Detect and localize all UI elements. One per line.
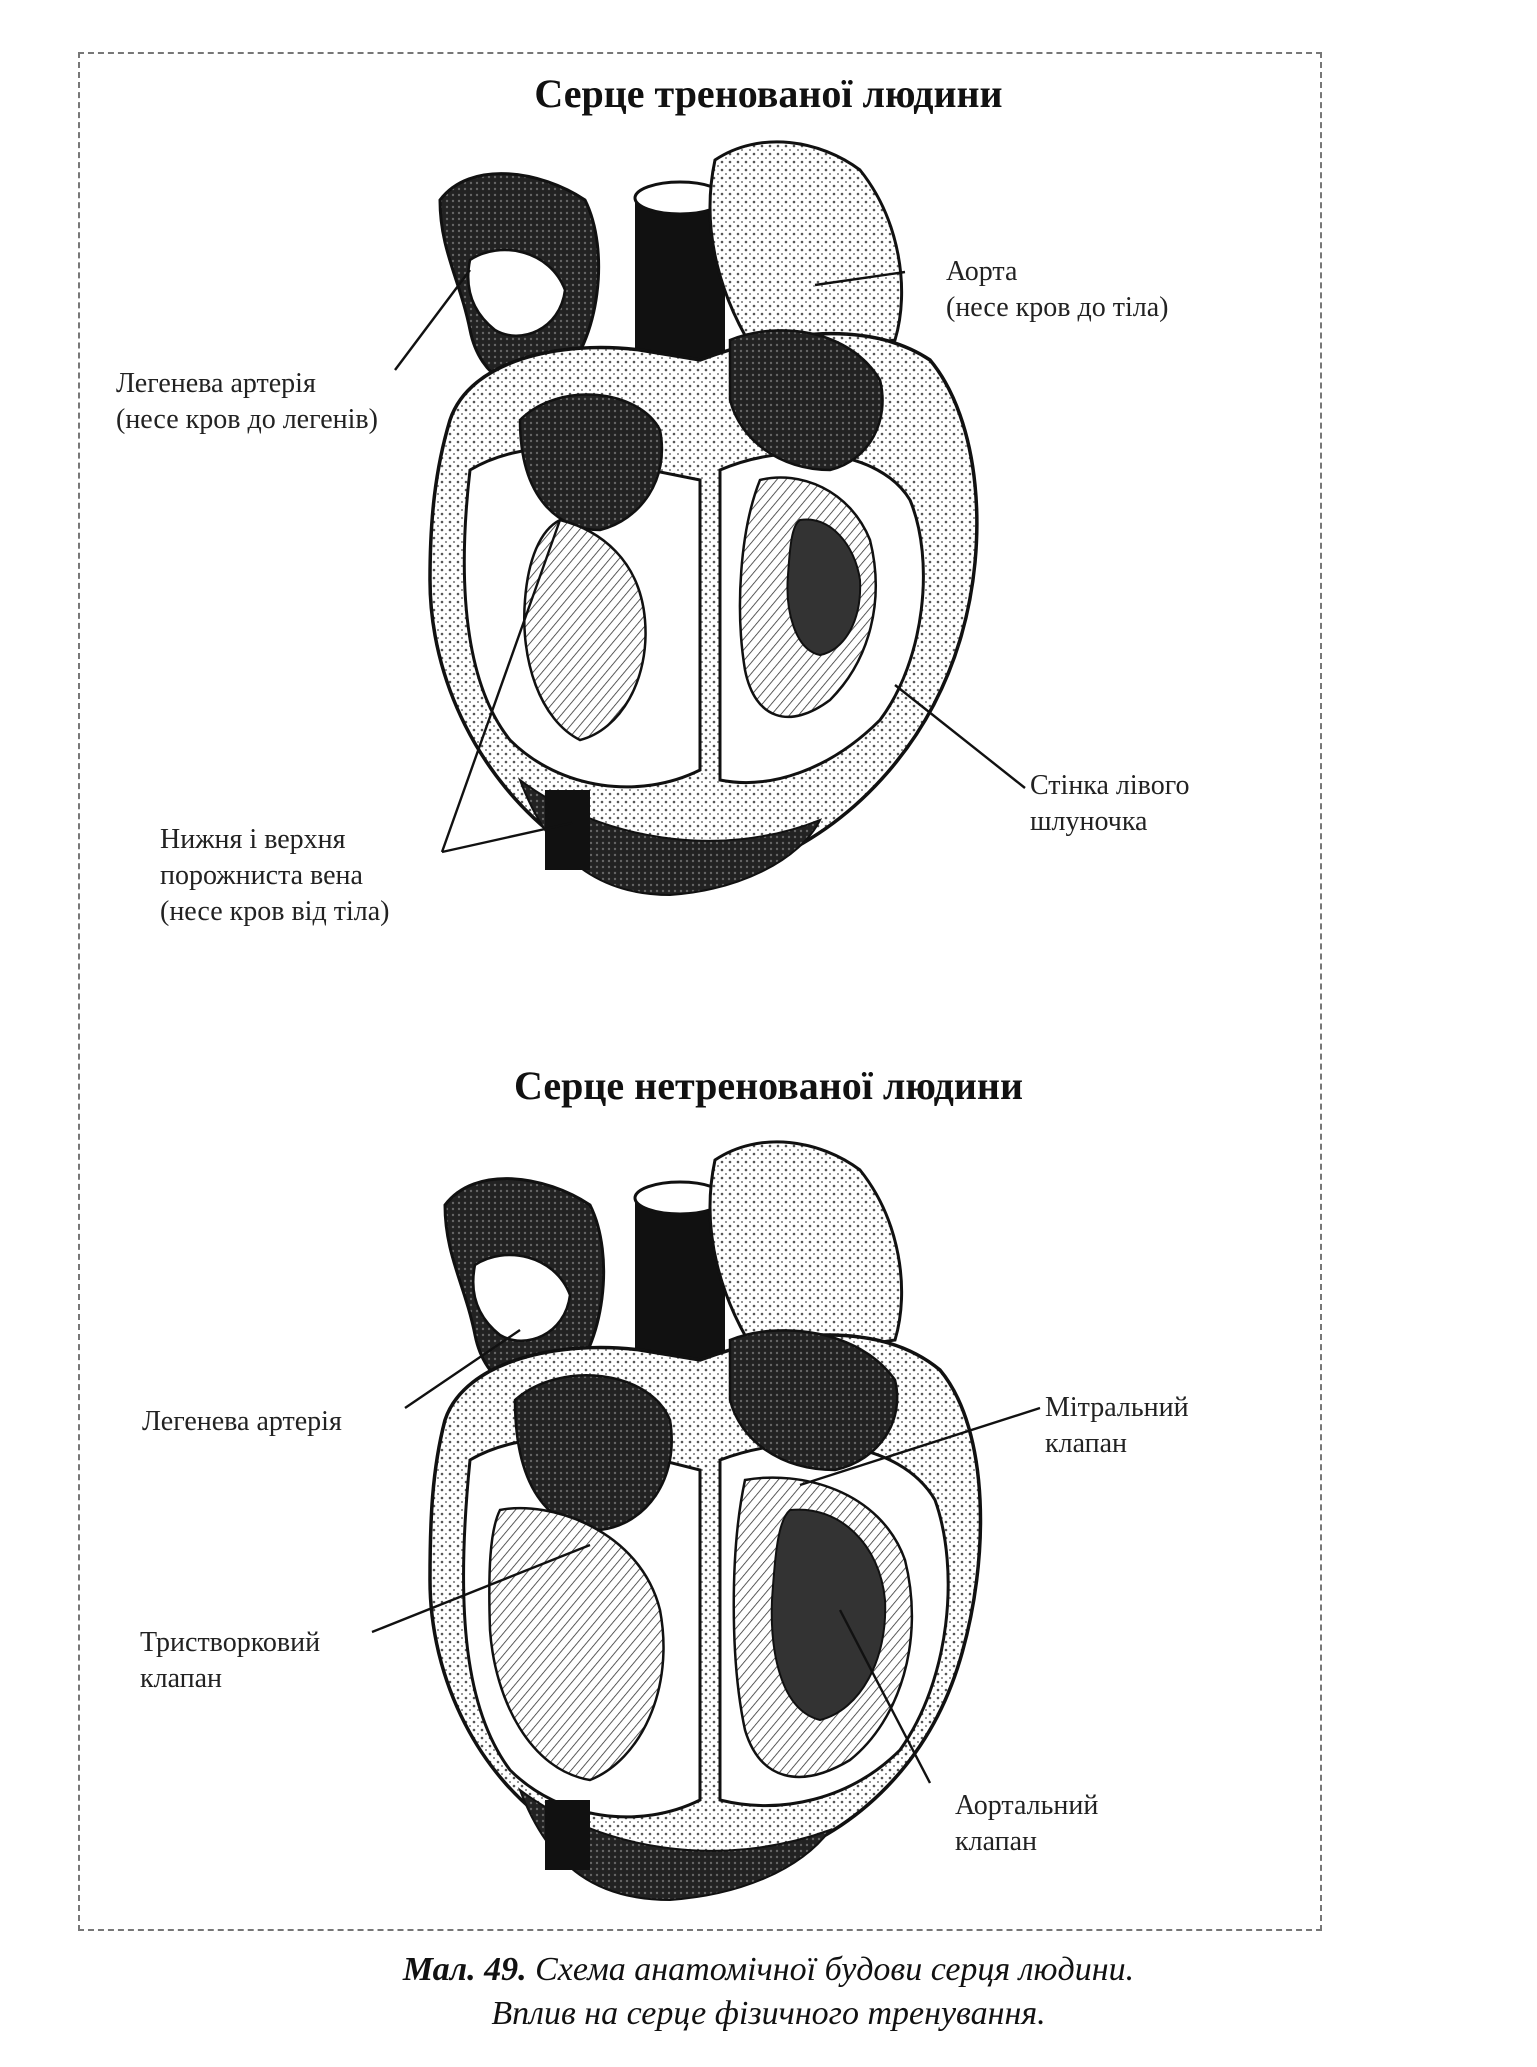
figure-frame: [78, 52, 1322, 1931]
untrained-pulmonary-artery-label: Легенева артерія: [142, 1406, 342, 1437]
caption-line-1: Мал. 49. Схема анатомічної будови серця …: [0, 1948, 1537, 1992]
figure-caption: Мал. 49. Схема анатомічної будови серця …: [0, 1948, 1537, 2036]
figure-number: Мал. 49.: [402, 1951, 527, 1988]
untrained-heart-drawing: [428, 1140, 983, 1902]
untrained-heart-title: Серце нетренованої людини: [513, 1063, 1024, 1108]
trained-heart-title: Серце тренованої людини: [534, 71, 1003, 116]
untrained-leader-lines: [371, 1329, 1041, 1784]
untrained-aorta: [708, 1140, 904, 1362]
caption-text-1: Схема анатомічної будови серця людини.: [535, 1951, 1135, 1988]
untrained-mitral-label: Мітральний клапан: [1045, 1392, 1189, 1459]
trained-aorta: [708, 140, 904, 362]
trained-lv-wall-label: Стінка лівого шлуночка: [1030, 770, 1190, 837]
untrained-tricuspid-label: Тристворковий клапан: [140, 1627, 321, 1694]
trained-aorta-label: Аорта (несе кров до тіла): [946, 256, 1169, 323]
caption-line-2: Вплив на серце фізичного тренування.: [491, 1995, 1046, 2032]
trained-leader-lines: [394, 269, 1026, 854]
untrained-aortic-label: Аортальний клапан: [955, 1790, 1099, 1857]
trained-inferior-vena-cava: [545, 790, 590, 870]
trained-heart-drawing: [428, 140, 979, 897]
trained-vena-cava-label: Нижня і верхня порожниста вена (несе кро…: [160, 824, 390, 927]
trained-pulmonary-artery-label: Легенева артерія (несе кров до легенів): [116, 368, 378, 435]
untrained-inferior-vena-cava: [545, 1800, 590, 1870]
